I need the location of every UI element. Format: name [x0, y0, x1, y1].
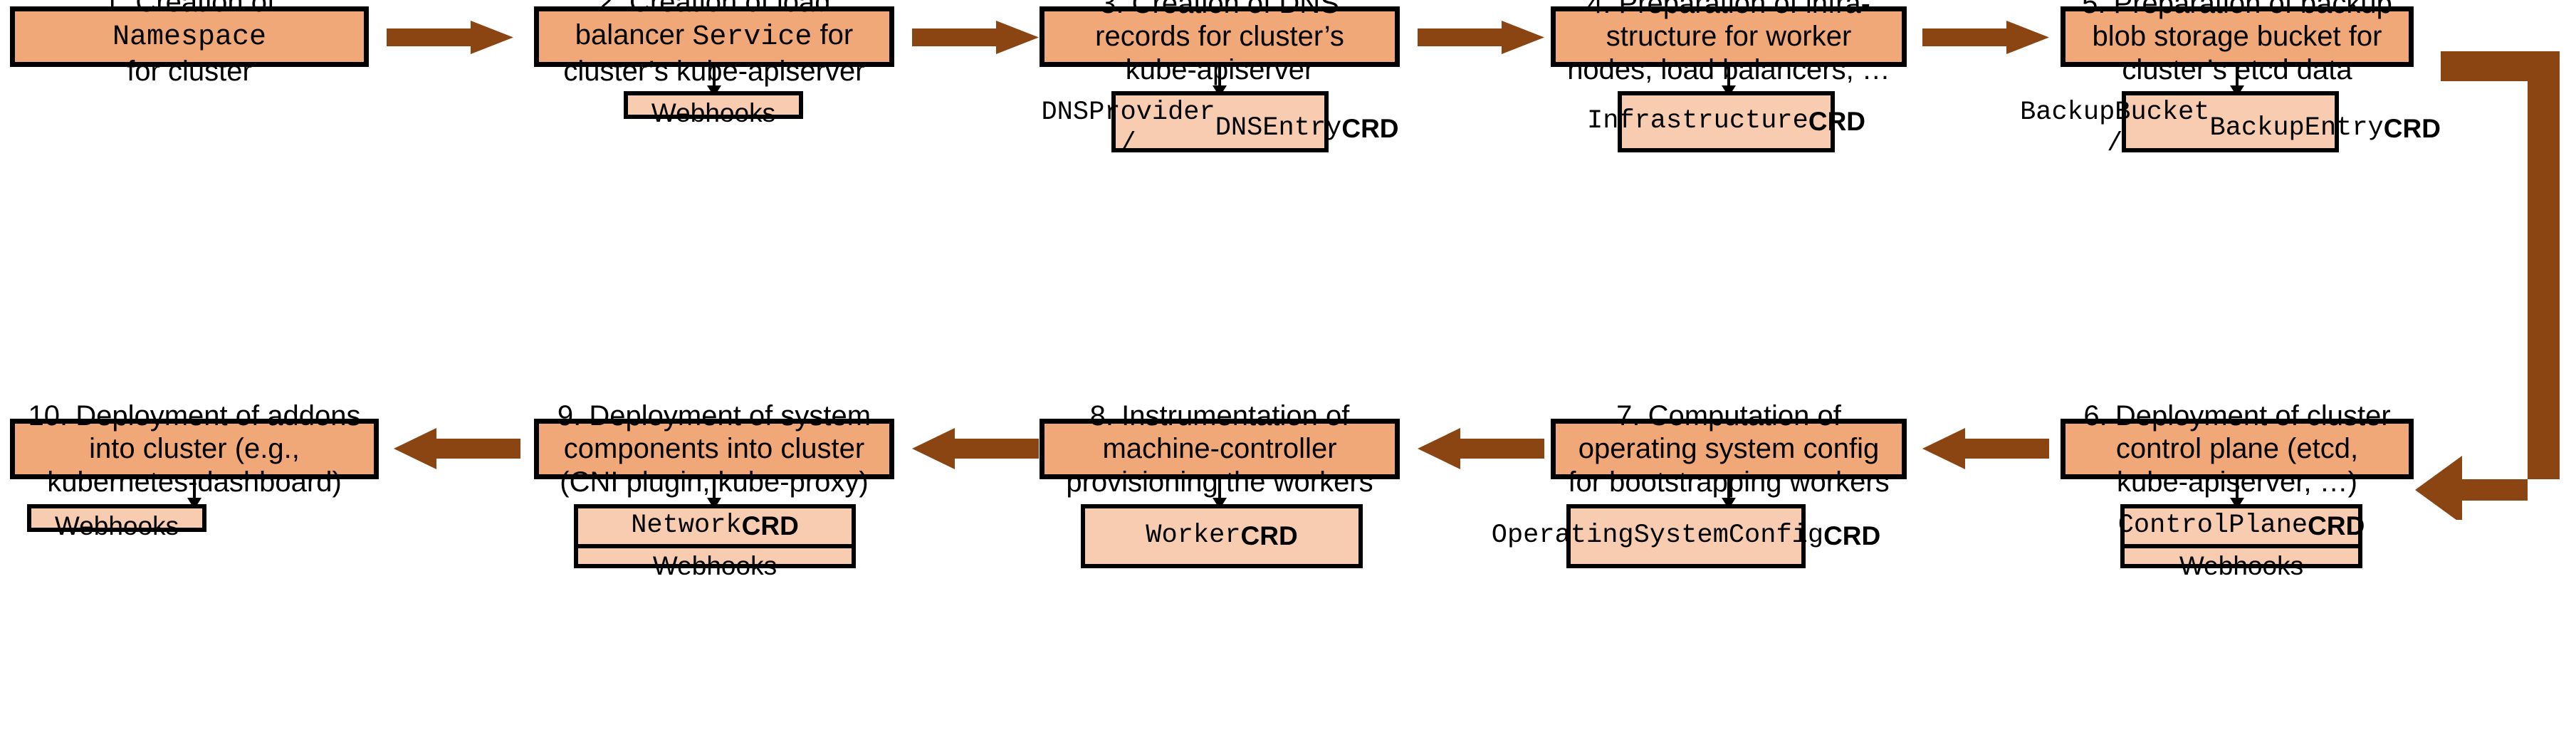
node-step-4-label: 4. Preparation of infra-structure for wo… [1567, 0, 1890, 85]
arrow-step-4-to-step-5 [1922, 21, 2049, 54]
sub-step-5[interactable]: BackupBucket /BackupEntry CRD [2020, 91, 2441, 159]
sub-step-10-cell-0: Webhooks [54, 511, 179, 540]
arrow-step-5-to-step-6 [2414, 28, 2576, 520]
connector-step-6-to-sub [2224, 479, 2250, 509]
arrow-step-9-to-step-10 [394, 428, 520, 469]
sub-step-3[interactable]: DNSProvider /DNSEntry CRD [1041, 91, 1399, 159]
sub-step-2-cell-0: Webhooks [651, 98, 776, 127]
sub-step-2[interactable]: Webhooks [624, 91, 803, 127]
sub-step-6-cell-1: Webhooks [2125, 543, 2358, 584]
arrow-step-7-to-step-8 [1418, 428, 1544, 469]
sub-step-10[interactable]: Webhooks [27, 504, 206, 540]
sub-step-9[interactable]: Network CRD Webhooks [574, 504, 856, 580]
sub-step-3-cell-0: DNSProvider /DNSEntry CRD [1041, 98, 1399, 159]
sub-step-5-cell-0: BackupBucket /BackupEntry CRD [2020, 98, 2441, 159]
connector-step-10-to-sub [182, 479, 207, 509]
node-step-4[interactable]: 4. Preparation of infra-structure for wo… [1551, 0, 1907, 85]
arrow-step-6-to-step-7 [1922, 428, 2049, 469]
arrow-step-3-to-step-4 [1418, 21, 1544, 54]
arrow-step-2-to-step-3 [912, 21, 1039, 54]
connector-step-9-to-sub [701, 479, 727, 509]
sub-step-6-cell-0: ControlPlane CRD [2117, 511, 2365, 540]
sub-step-9-cell-0: Network CRD [631, 511, 799, 540]
sub-step-6[interactable]: ControlPlane CRD Webhooks [2117, 504, 2365, 580]
sub-step-9-cell-1: Webhooks [578, 543, 852, 584]
arrow-step-8-to-step-9 [912, 428, 1039, 469]
connector-step-7-to-sub [1716, 479, 1742, 509]
connector-step-8-to-sub [1207, 479, 1232, 509]
arrow-step-1-to-step-2 [387, 21, 513, 54]
